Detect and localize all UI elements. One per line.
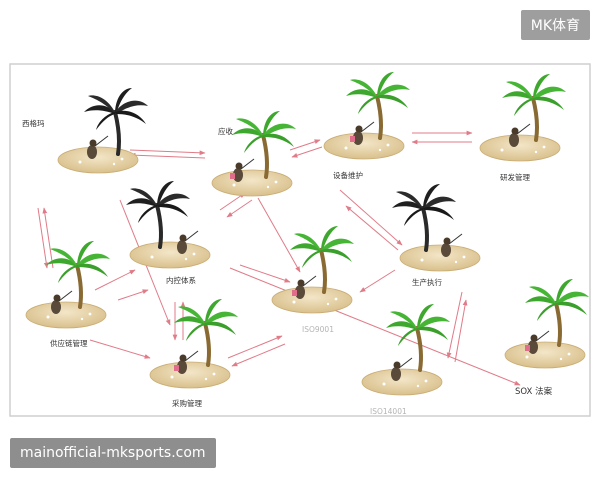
arrow-supply-purchase xyxy=(89,339,151,359)
sand-shape xyxy=(149,361,231,389)
label-purchasing: 采购管理 xyxy=(172,398,202,408)
arrow-purchase-iso9001 xyxy=(227,335,283,359)
sand-shape xyxy=(504,341,586,369)
label-rnd: 研发管理 xyxy=(500,172,530,182)
label-xiweichai: 西格玛 xyxy=(22,118,45,128)
label-supply-chain: 供应链管理 xyxy=(50,338,88,348)
label-sox: SOX 法案 xyxy=(515,386,553,397)
sand-shape xyxy=(25,301,107,329)
sand-shape xyxy=(479,134,561,162)
arrow-production-iso9001 xyxy=(359,269,396,293)
arrow-xiweichai-audit xyxy=(129,149,206,156)
arrow-production-equipment xyxy=(345,205,399,251)
arrow-audit-equipment xyxy=(289,139,321,151)
sand-shape xyxy=(399,244,481,272)
label-production: 生产执行 xyxy=(412,277,442,287)
arrow-control-iso9001 xyxy=(239,264,291,283)
label-audit: 应收 xyxy=(218,126,233,136)
arrow-iso9001-purchase xyxy=(231,343,286,367)
arrow-control-sox xyxy=(229,267,521,386)
arrow-production-iso14001 xyxy=(446,291,463,359)
arrow-iso14001-production xyxy=(454,299,468,363)
sand-shape xyxy=(271,286,353,314)
arrow-audit-control xyxy=(226,199,253,218)
sand-shape xyxy=(57,146,139,174)
diagram-frame xyxy=(9,63,591,417)
arrow-xiweichai-supply xyxy=(37,207,49,269)
label-equipment: 设备维护 xyxy=(333,170,363,180)
sand-shape xyxy=(211,169,293,197)
sand-shape xyxy=(323,132,405,160)
label-iso14001: ISO14001 xyxy=(370,407,407,416)
arrow-equipment-production xyxy=(339,189,403,246)
arrow-equipment-audit xyxy=(291,146,323,158)
label-iso9001: ISO9001 xyxy=(302,325,334,334)
label-internal-control: 内控体系 xyxy=(166,275,196,285)
source-caption: mainofficial-mksports.com xyxy=(10,438,216,468)
watermark-badge: MK体育 xyxy=(520,10,590,40)
arrow-audit-xiweichai xyxy=(129,152,206,159)
arrow-supply-xiweichai xyxy=(42,207,54,269)
arrow-supply-control xyxy=(94,269,136,291)
sand-shape xyxy=(361,368,443,396)
sand-shape xyxy=(129,241,211,269)
arrow-audit-iso9001 xyxy=(257,197,301,273)
arrow-supply-control-2 xyxy=(117,289,149,301)
